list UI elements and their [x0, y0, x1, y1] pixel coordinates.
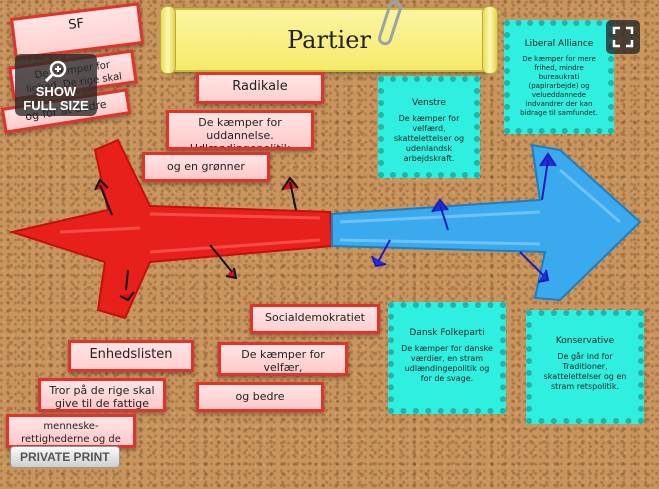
right-wing-arrow — [331, 143, 642, 302]
title-scroll: Partier — [160, 6, 498, 74]
show-label: SHOW — [35, 84, 77, 99]
venstre-card: Venstre De kæmper for velfærd, skattelet… — [378, 76, 480, 178]
socialdemokratiet-text-card-1: De kæmper for velfær, sundhedsvæsen — [218, 342, 348, 376]
liberal-alliance-card: Liberal Alliance De kæmper for mere frih… — [504, 20, 614, 134]
radikale-name: Radikale — [232, 79, 288, 94]
enhedslisten-text-card-2: menneske-rettighederne og de kæmper for … — [6, 414, 136, 448]
enhedslisten-text-2: menneske-rettighederne og de kæmper for … — [21, 421, 121, 445]
dansk-folkeparti-name: Dansk Folkeparti — [409, 328, 485, 338]
blue-pointer-arrows — [371, 152, 557, 283]
radikale-text-card-1: De kæmper for uddannelse. Udlændingepoli… — [166, 110, 314, 150]
radikale-title-card: Radikale — [196, 72, 324, 104]
enhedslisten-title-card: Enhedslisten — [68, 340, 194, 372]
socialdemokratiet-name: Socialdemokratiet — [265, 311, 365, 324]
red-pointer-arrows — [94, 176, 299, 302]
show-full-size-button[interactable]: SHOW FULL SIZE — [15, 54, 97, 116]
radikale-text-1: De kæmper for uddannelse. Udlændingepoli… — [189, 116, 291, 150]
liberal-alliance-name: Liberal Alliance — [524, 39, 594, 49]
socialdemokratiet-title-card: Socialdemokratiet — [250, 304, 380, 334]
konservative-name: Konservative — [555, 336, 615, 346]
sf-name: SF — [67, 16, 85, 33]
konservative-card: Konservative De går ind for Traditioner,… — [526, 310, 644, 424]
private-print-label: PRIVATE PRINT — [20, 450, 110, 464]
radikale-text-2: og en grønner vækst. — [167, 160, 245, 179]
enhedslisten-name: Enhedslisten — [89, 347, 173, 362]
full-size-label: FULL SIZE — [23, 98, 89, 113]
fullscreen-button[interactable] — [606, 20, 640, 54]
radikale-text-card-2: og en grønner vækst. — [142, 152, 270, 182]
zoom-in-icon — [44, 60, 67, 82]
enhedslisten-text-card-1: Tror på de rige skal give til de fattige — [38, 378, 166, 412]
socialdemokratiet-text-2: og bedre folkeskoler — [230, 390, 289, 409]
konservative-text: De går ind for Traditioner, skattelettel… — [543, 352, 627, 391]
dansk-folkeparti-text: De kæmper for danske værdier, en stram u… — [401, 344, 493, 383]
fullscreen-icon — [612, 26, 634, 48]
enhedslisten-text-1: Tror på de rige skal give til de fattige — [49, 384, 155, 410]
socialdemokratiet-text-card-2: og bedre folkeskoler — [196, 382, 324, 412]
page-title: Partier — [287, 26, 371, 54]
socialdemokratiet-text-1: De kæmper for velfær, sundhedsvæsen — [241, 348, 325, 374]
venstre-text: De kæmper for velfærd, skattelettelser o… — [393, 114, 465, 163]
private-print-button[interactable]: PRIVATE PRINT — [10, 446, 120, 468]
venstre-name: Venstre — [412, 98, 446, 108]
dansk-folkeparti-card: Dansk Folkeparti De kæmper for danske væ… — [388, 302, 506, 414]
left-wing-arrow — [8, 138, 334, 320]
liberal-alliance-text: De kæmper for mere frihed, mindre bureau… — [520, 55, 598, 117]
